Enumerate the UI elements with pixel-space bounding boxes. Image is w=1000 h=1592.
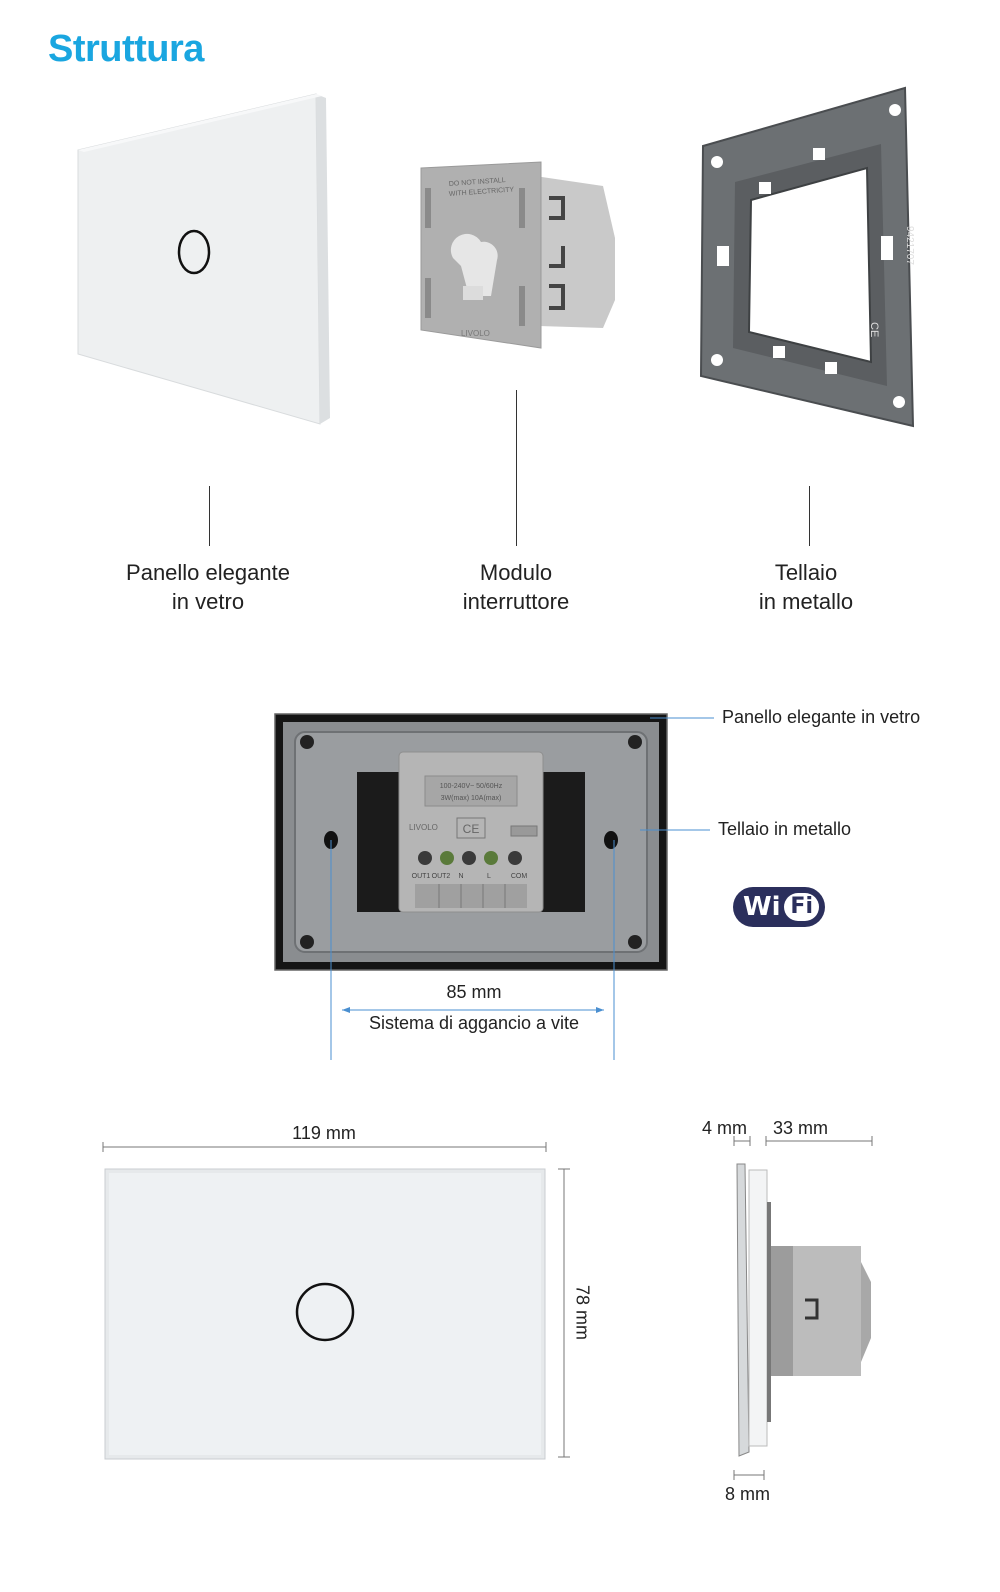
- callout-frame-label: Tellaio in metallo: [718, 819, 852, 839]
- wifi-badge: Wi Fi: [733, 887, 825, 927]
- depth-value: 33 mm: [773, 1118, 829, 1138]
- wifi-badge-left-text: Wi: [743, 892, 781, 922]
- width-value: 119 mm: [292, 1123, 356, 1143]
- wifi-badge-right-text: Fi: [784, 893, 819, 921]
- base-thickness-value: 8 mm: [725, 1484, 770, 1504]
- rating-text-2: 3W(max) 10A(max): [441, 795, 502, 802]
- label-glass-line2: in vetro: [171, 589, 245, 614]
- module-warning-text-2: WITH ELECTRICITY: [449, 186, 515, 198]
- rating-text-1: 100-240V~ 50/60Hz: [440, 783, 503, 790]
- label-module-line1: Modulo: [479, 560, 553, 585]
- glass-thickness-value: 4 mm: [702, 1118, 747, 1138]
- front-panel-image: [104, 1168, 546, 1460]
- height-dimension-line: [558, 1168, 570, 1458]
- callout-glass-label: Panello elegante in vetro: [722, 707, 921, 727]
- terminal-label-out1: OUT1: [412, 873, 431, 880]
- width-dimension-line: [102, 1142, 547, 1152]
- callout-line-frame: [640, 829, 710, 831]
- metal-frame-image: 9421707 CE: [699, 86, 915, 428]
- label-metal-frame: Tellaio in metallo: [676, 558, 936, 616]
- switch-module-image: DO NOT INSTALL WITH ELECTRICITY LIVOLO: [420, 161, 615, 349]
- terminal-label-out2: OUT2: [432, 873, 451, 880]
- terminal-label-com: COM: [511, 873, 528, 880]
- label-glass-panel: Panello elegante in vetro: [78, 558, 338, 616]
- label-module-line2: interruttore: [462, 589, 570, 614]
- side-profile-image: [736, 1163, 871, 1457]
- terminal-label-l: L: [487, 873, 491, 880]
- height-value: 78 mm: [572, 1284, 593, 1340]
- screw-spacing-dimension: [330, 840, 615, 1060]
- label-switch-module: Modulo interruttore: [386, 558, 646, 616]
- label-glass-line1: Panello elegante: [126, 560, 290, 585]
- label-frame-line1: Tellaio: [774, 560, 838, 585]
- module-warning-text: DO NOT INSTALL: [449, 177, 506, 188]
- base-thickness-dimension-line: [733, 1470, 765, 1480]
- connector-line-frame: [809, 486, 810, 546]
- screw-spacing-value: 85 mm: [446, 982, 502, 1002]
- back-brand-text: LIVOLO: [409, 823, 438, 832]
- terminal-label-n: N: [458, 873, 463, 880]
- connector-line-module: [516, 390, 517, 546]
- frame-code-text: 9421707: [904, 226, 915, 265]
- back-view-image: 100-240V~ 50/60Hz 3W(max) 10A(max) LIVOL…: [274, 713, 668, 971]
- top-dimension-lines: [733, 1136, 873, 1146]
- label-frame-line2: in metallo: [758, 589, 854, 614]
- callout-line-glass: [650, 717, 714, 719]
- frame-mark-text: CE: [868, 322, 880, 337]
- screw-spacing-caption: Sistema di aggancio a vite: [368, 1013, 580, 1033]
- back-mark-text: CE: [463, 822, 480, 836]
- connector-line-glass: [209, 486, 210, 546]
- glass-panel-image: [77, 93, 330, 425]
- module-brand-text: LIVOLO: [461, 329, 490, 338]
- page-title: Struttura: [48, 28, 204, 70]
